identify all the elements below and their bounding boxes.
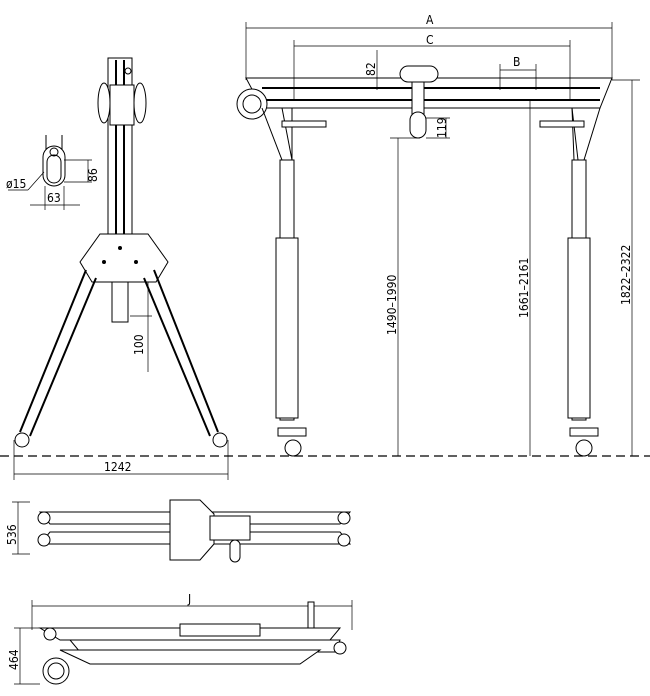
hook-detail: 86 63 ø15: [6, 135, 100, 210]
folded-top-view: 536: [5, 499, 352, 563]
dim-82: 82: [364, 62, 378, 76]
dim-536: 536: [5, 524, 19, 545]
dim-B: B: [513, 55, 520, 69]
dim-diameter-15: ø15: [6, 177, 26, 191]
front-view: A C B 82 119 1490–1990 1661–2161 1822–23…: [236, 13, 640, 457]
dim-A: A: [426, 13, 434, 27]
dim-1490-1990: 1490–1990: [385, 275, 399, 335]
folded-side-view: J 464: [7, 592, 353, 685]
dim-119: 119: [435, 117, 449, 138]
dim-63: 63: [47, 191, 61, 205]
dim-1661-2161: 1661–2161: [517, 258, 531, 318]
dim-J: J: [187, 592, 191, 606]
side-view: 100 1242: [13, 57, 229, 480]
dim-1822-2322: 1822–2322: [619, 245, 633, 305]
dim-100: 100: [132, 334, 146, 355]
dim-C: C: [426, 33, 434, 47]
dim-1242: 1242: [104, 460, 131, 474]
dim-464: 464: [7, 649, 21, 670]
dim-86: 86: [86, 168, 100, 182]
